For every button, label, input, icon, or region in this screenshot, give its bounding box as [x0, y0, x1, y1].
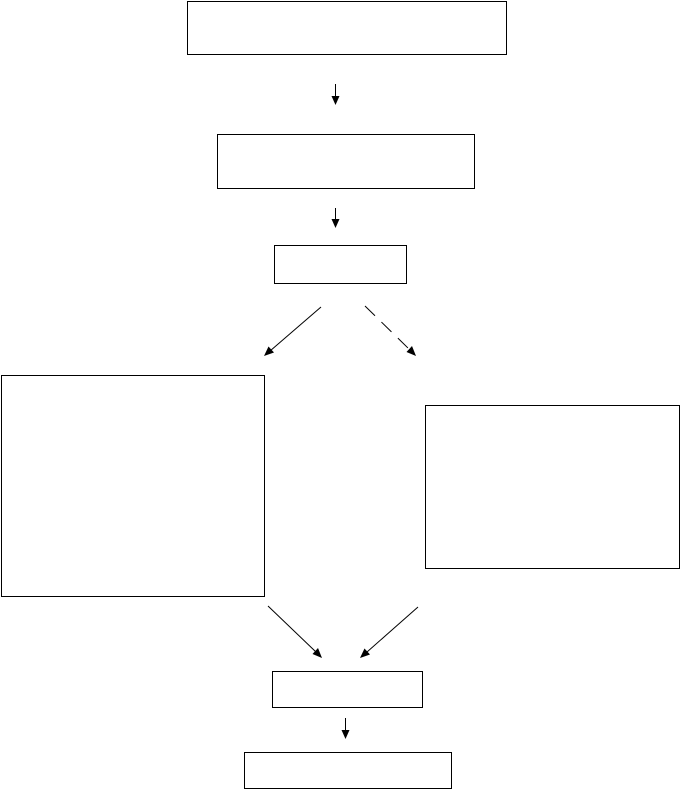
flow-node-7	[244, 752, 452, 789]
edge-1-to-2-arrowhead	[331, 96, 340, 105]
edge-5-to-6-line	[366, 606, 419, 653]
flow-node-6	[272, 671, 423, 708]
edge-4-to-6	[267, 605, 322, 658]
flow-node-7-box	[244, 752, 452, 789]
edge-3-to-4	[264, 306, 322, 356]
edge-3-to-5-line	[364, 305, 411, 351]
flow-node-3-box	[274, 245, 407, 284]
edge-1-to-2	[331, 84, 340, 105]
edge-6-to-7-arrowhead	[341, 730, 350, 739]
flow-node-4-box	[1, 375, 265, 597]
edge-3-to-5-arrowhead	[406, 346, 416, 356]
edge-3-to-4-line	[269, 306, 322, 352]
flow-node-2	[217, 134, 475, 189]
flow-node-3	[274, 245, 407, 284]
flow-node-5-box	[425, 405, 680, 569]
flow-node-4	[1, 375, 265, 597]
flow-node-1-box	[187, 1, 507, 55]
flow-node-5	[425, 405, 680, 569]
edge-3-to-5	[364, 305, 416, 356]
edge-6-to-7	[341, 718, 350, 739]
edge-2-to-3-arrowhead	[331, 219, 340, 228]
edge-3-to-4-arrowhead	[264, 346, 274, 356]
edge-4-to-6-arrowhead	[312, 648, 322, 658]
edge-2-to-3	[331, 208, 340, 228]
flow-node-1	[187, 1, 507, 55]
edge-4-to-6-line	[267, 605, 317, 653]
edge-5-to-6-arrowhead	[360, 648, 370, 658]
flow-node-2-box	[217, 134, 475, 189]
edge-5-to-6	[360, 606, 419, 658]
flow-node-6-box	[272, 671, 423, 708]
